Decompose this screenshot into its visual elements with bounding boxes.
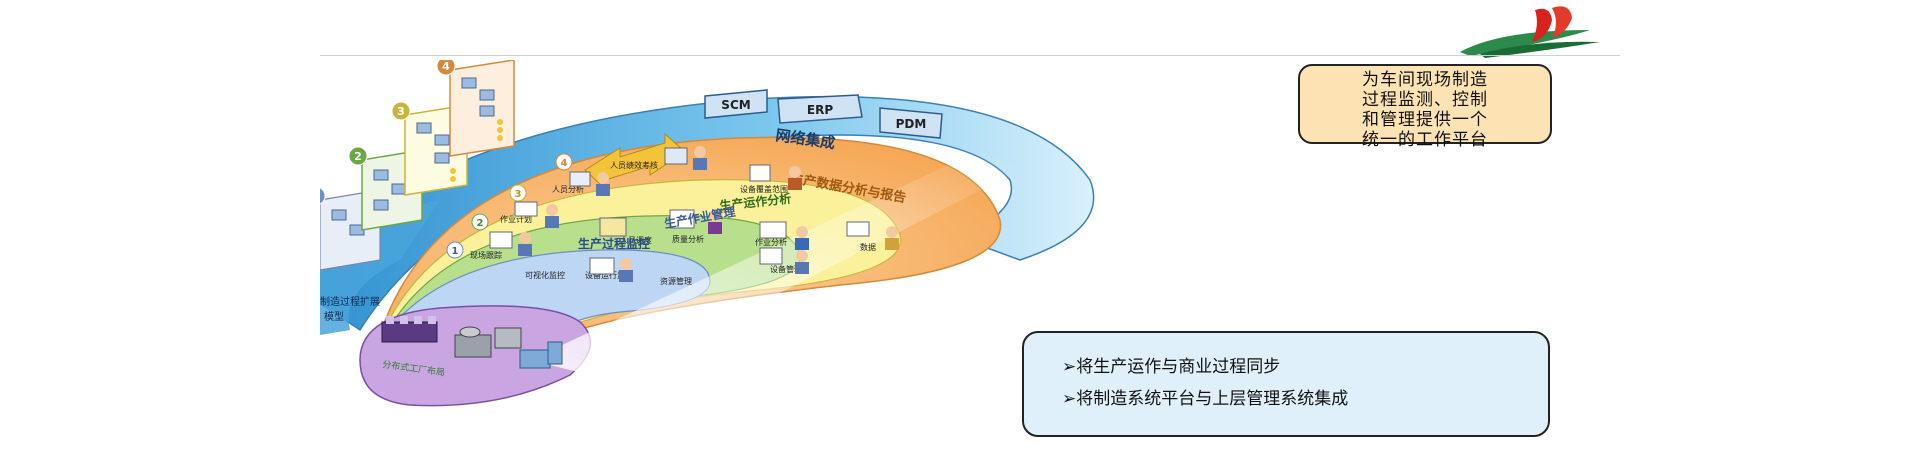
- layer-2-icons: [514, 201, 809, 274]
- callout-line-1: 为车间现场制造: [1362, 70, 1488, 90]
- note-item-2: ➢将制造系统平台与上层管理系统集成: [1062, 389, 1349, 409]
- svg-text:2: 2: [354, 150, 362, 163]
- platform-callout: 为车间现场制造 过程监测、控制 和管理提供一个 统一的工作平台: [1298, 64, 1552, 150]
- layer-1-item-3: 设备运行监控: [585, 270, 633, 280]
- layer-3-item-1: 人员分析: [552, 184, 584, 194]
- svg-text:4: 4: [442, 60, 450, 73]
- header-divider: [320, 55, 1620, 56]
- callout-line-2: 过程监测、控制: [1362, 90, 1488, 110]
- system-box-erp: ERP: [777, 94, 863, 124]
- layer-3-item-3: 作业分析: [755, 237, 787, 247]
- layer-4-item-1: 人员绩效考核: [610, 160, 658, 170]
- callout-line-4: 统一的工作平台: [1362, 130, 1488, 150]
- layer-2-marker: 2: [471, 213, 489, 231]
- layer-4-item-3: 数据: [860, 242, 876, 252]
- system-box-pdm: PDM: [879, 107, 943, 139]
- svg-text:1: 1: [452, 246, 459, 257]
- layer-2-item-1: 作业计划: [500, 214, 532, 224]
- mes-layer-diagram: SCM ERP PDM 网络集成 1 2: [320, 60, 1095, 407]
- layer-3-marker: 3: [509, 184, 527, 202]
- layer-4-marker: 4: [555, 153, 573, 171]
- svg-text:3: 3: [397, 105, 405, 118]
- layer-1-title: 生产过程监控: [578, 236, 650, 251]
- svg-text:SCM: SCM: [721, 98, 750, 112]
- company-logo: [1460, 6, 1600, 58]
- factory-icons: [381, 316, 563, 369]
- layer-1-marker: 1: [446, 241, 464, 259]
- benefits-notes: ➢将生产运作与商业过程同步 ➢将制造系统平台与上层管理系统集成: [1022, 331, 1550, 437]
- layer-2-item-2: 人员调度: [620, 235, 652, 245]
- svg-text:PDM: PDM: [896, 117, 927, 131]
- layer-3-item-2: 质量分析: [672, 234, 704, 244]
- system-box-scm: SCM: [704, 89, 768, 119]
- layer-1-item-1: 现场跟踪: [470, 250, 502, 260]
- layer-2-item-4: 资源管理: [660, 276, 692, 286]
- layer-1-icons: [489, 231, 633, 282]
- svg-text:ERP: ERP: [807, 103, 833, 117]
- process-model-caption-2: 模型: [324, 310, 344, 323]
- svg-text:3: 3: [515, 189, 522, 200]
- light-beam: [530, 150, 1020, 380]
- svg-text:2: 2: [477, 218, 484, 229]
- callout-line-3: 和管理提供一个: [1362, 110, 1488, 130]
- note-item-1: ➢将生产运作与商业过程同步: [1062, 357, 1281, 377]
- layer-4-icons: [664, 146, 899, 250]
- layer-2-item-3: 设备管理: [770, 264, 802, 274]
- layer-3-icons: [569, 171, 809, 250]
- svg-text:4: 4: [561, 158, 568, 169]
- layer-4-item-2: 设备覆盖范围: [740, 184, 788, 194]
- process-model-4: 4: [436, 60, 515, 157]
- process-model-caption-1: 制造过程扩展: [320, 295, 380, 308]
- layer-1-item-2: 可视化监控: [525, 270, 565, 280]
